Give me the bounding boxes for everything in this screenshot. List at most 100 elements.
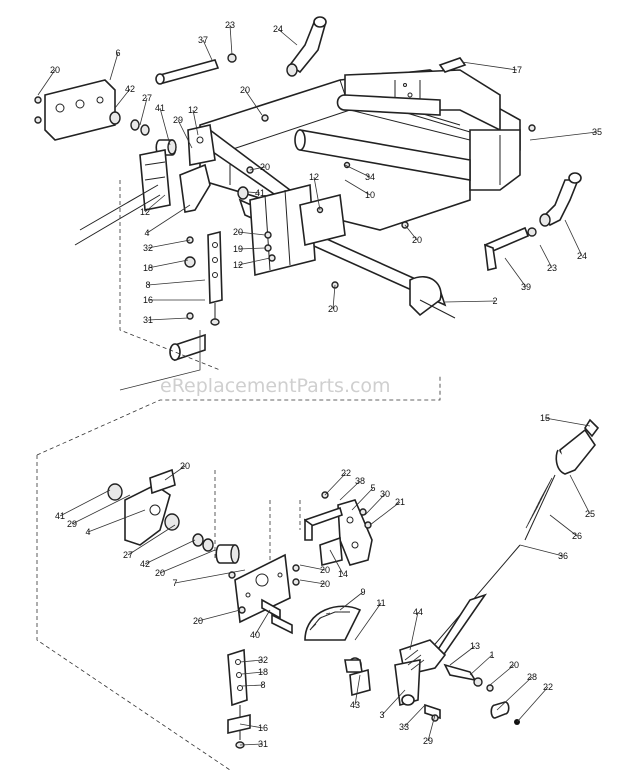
callout-label-u20a: 20	[50, 65, 60, 75]
callout-label-u21: 21	[395, 497, 405, 507]
callout-leader-u30	[364, 493, 386, 516]
callout-leader-u2	[444, 300, 496, 303]
callout-label-u5: 5	[370, 483, 375, 493]
callout-label-u4b: 4	[85, 527, 90, 537]
callout-label-u26: 26	[572, 531, 582, 541]
callout-leader-u12d	[237, 257, 271, 266]
callout-label-u19: 19	[233, 244, 243, 254]
callout-leader-u9	[339, 591, 364, 611]
callout-leader-u16b	[239, 723, 264, 729]
callout-label-u42b: 42	[140, 559, 150, 569]
callout-leader-u31a	[147, 317, 189, 321]
callout-label-u23a: 23	[225, 20, 235, 30]
callout-label-u20c: 20	[260, 162, 270, 172]
callout-label-u20i: 20	[320, 565, 330, 575]
lower-control-assembly	[36, 375, 600, 771]
callout-label-u14: 14	[338, 569, 348, 579]
callout-label-u17: 17	[512, 65, 522, 75]
callout-label-u39: 39	[521, 282, 531, 292]
callout-label-u35: 35	[592, 127, 602, 137]
callout-leader-u12c	[313, 176, 321, 211]
callout-leader-u36	[519, 544, 564, 557]
callout-label-u12b: 12	[140, 207, 150, 217]
callout-leader-u32b	[239, 659, 264, 663]
callout-leader-u14	[329, 549, 344, 575]
callout-label-u25: 25	[585, 509, 595, 519]
callout-leader-u25	[569, 474, 591, 515]
callout-label-u44: 44	[413, 607, 423, 617]
callout-leader-u34	[344, 164, 371, 178]
callout-label-u34: 34	[365, 172, 375, 182]
callout-leader-u27a	[139, 97, 148, 126]
callout-leader-u11	[354, 602, 382, 641]
callout-label-u28: 28	[527, 672, 537, 682]
callout-leader-u20b	[244, 89, 263, 116]
callout-leader-u6	[109, 52, 119, 81]
callout-label-u27b: 27	[123, 550, 133, 560]
callout-leader-u18b	[241, 671, 264, 675]
callout-leader-u4b	[87, 509, 146, 533]
watermark-text: eReplacementParts.com	[160, 375, 391, 397]
callout-leader-u7	[174, 569, 246, 584]
callout-label-u36: 36	[558, 551, 568, 561]
callout-label-u11: 11	[376, 598, 385, 608]
callout-label-u29c: 29	[423, 736, 433, 746]
callout-label-u2: 2	[492, 296, 497, 306]
callout-leader-u18a	[147, 259, 189, 269]
callout-label-u20h: 20	[155, 568, 165, 578]
callout-label-u8b: 8	[260, 680, 265, 690]
callout-leader-u20l	[489, 664, 515, 686]
callout-leader-u41a	[159, 107, 171, 146]
callout-label-u29b: 29	[67, 519, 77, 529]
callout-label-u41b: 41	[255, 188, 265, 198]
callout-leader-u33	[403, 704, 426, 728]
callout-leader-u28	[496, 676, 533, 711]
callout-leader-u29c	[427, 714, 436, 742]
upper-frame-assembly	[34, 16, 582, 391]
callout-label-u12a: 12	[188, 105, 198, 115]
callout-label-u16a: 16	[143, 295, 153, 305]
callout-leader-u19	[237, 247, 266, 250]
callout-label-u41c: 41	[55, 511, 65, 521]
callout-leader-u41c	[59, 489, 111, 517]
callout-leader-u31b	[239, 743, 264, 746]
callout-leader-u3	[381, 689, 406, 716]
callout-label-u41a: 41	[155, 103, 165, 113]
callout-label-u12c: 12	[309, 172, 319, 182]
callout-label-u20k: 20	[193, 616, 203, 626]
callout-label-u20b: 20	[240, 85, 250, 95]
callout-label-u20j: 20	[320, 579, 330, 589]
callout-leader-u29b	[71, 494, 131, 525]
callout-label-u10: 10	[365, 190, 375, 200]
callout-leader-u17	[461, 61, 518, 71]
callout-leader-u20d	[404, 224, 418, 241]
callout-label-u18a: 18	[143, 263, 153, 273]
callout-leader-u12b	[144, 194, 166, 213]
callout-label-u6: 6	[115, 48, 120, 58]
callout-label-u33: 33	[399, 722, 409, 732]
callout-label-u29a: 29	[173, 115, 183, 125]
callout-label-u4a: 4	[144, 228, 149, 238]
callout-label-u42a: 42	[125, 84, 135, 94]
callout-label-u20l: 20	[509, 660, 519, 670]
callout-label-u20f: 20	[233, 227, 243, 237]
callout-label-u30: 30	[380, 489, 390, 499]
callout-label-u16b: 16	[258, 723, 268, 733]
callout-label-u32b: 32	[258, 655, 268, 665]
callout-leader-u42b	[144, 539, 196, 565]
callout-leader-u41b	[247, 191, 261, 194]
callout-label-u22a: 22	[341, 468, 351, 478]
callout-leader-u38	[339, 480, 361, 501]
callout-label-u3: 3	[379, 710, 384, 720]
callout-leader-u4a	[146, 204, 191, 234]
callout-label-u24b: 24	[577, 251, 587, 261]
callout-leader-u43	[354, 674, 361, 706]
callout-label-u8a: 8	[145, 280, 150, 290]
callout-label-u31b: 31	[258, 739, 268, 749]
callout-label-u9: 9	[360, 587, 365, 597]
callout-leader-u27b	[127, 524, 176, 556]
callout-label-u27a: 27	[142, 93, 152, 103]
callout-leader-u12a	[192, 109, 199, 136]
callout-leader-u39	[504, 257, 527, 288]
